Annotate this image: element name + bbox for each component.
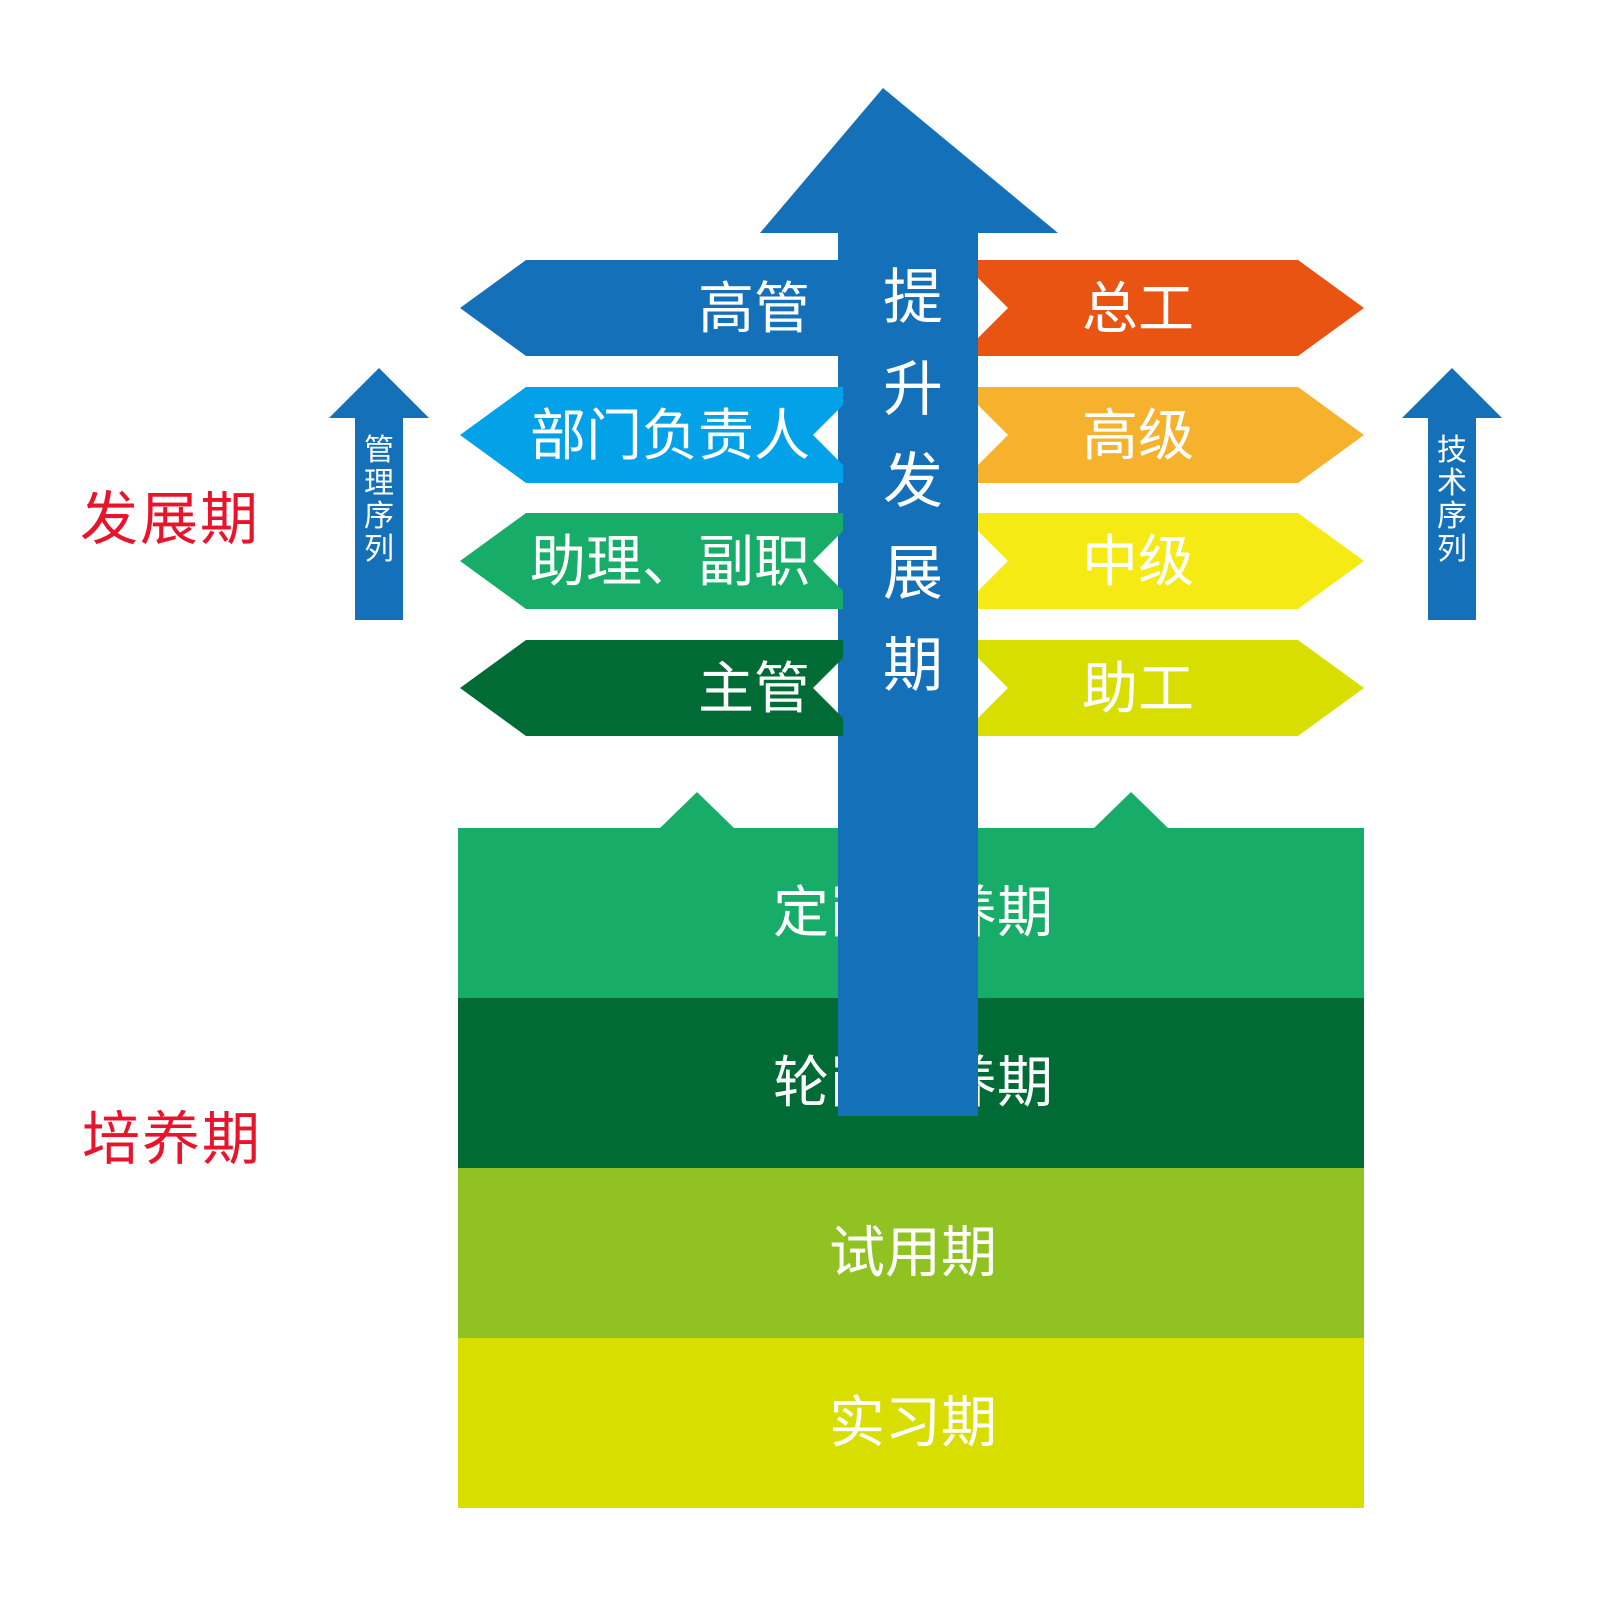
central-arrow (760, 88, 1058, 1116)
training-stage-label: 实习期 (829, 1391, 997, 1456)
track-shape (460, 260, 843, 356)
track-shape (978, 260, 1364, 356)
central-arrow-char: 提 (883, 263, 943, 333)
track-chief-engineer: 总工 (978, 260, 1364, 356)
side-arrow-shape (329, 368, 429, 620)
band-shape (458, 1168, 1364, 1338)
side-arrow-char: 序 (364, 499, 394, 534)
side-arrow-shape (1402, 368, 1502, 620)
track-shape (460, 640, 843, 736)
side-arrow-char: 技 (1437, 433, 1467, 468)
track-mid-level: 中级 (978, 513, 1364, 609)
central-arrow-char: 期 (883, 631, 943, 701)
side-arrow-label: 技术序列 (1437, 433, 1467, 567)
track-assistant-engineer: 助工 (978, 640, 1364, 736)
management-sequence-arrow: 管理序列 (329, 368, 429, 620)
technical-sequence-arrow: 技术序列 (1402, 368, 1502, 620)
central-arrow-char: 发 (883, 447, 943, 517)
track-senior-level: 高级 (978, 387, 1364, 483)
technical-item-label: 总工 (1082, 277, 1194, 342)
band-notch (1093, 792, 1169, 829)
track-supervisor: 主管 (460, 640, 843, 736)
management-item-label: 助理、副职 (530, 530, 810, 595)
band-notch (659, 792, 735, 829)
management-item-label: 主管 (698, 657, 810, 722)
management-item-label: 高管 (698, 277, 810, 342)
stage-label-development: 发展期 (80, 485, 261, 553)
track-shape (978, 513, 1364, 609)
stage-label-training: 培养期 (82, 1105, 263, 1173)
central-arrow-label: 提升发展期 (883, 263, 943, 701)
band-shape (458, 1338, 1364, 1508)
track-shape (460, 387, 843, 483)
band-internship: 实习期 (458, 1300, 1364, 1508)
track-department-head: 部门负责人 (460, 387, 843, 483)
central-arrow-char: 升 (883, 355, 943, 425)
technical-item-label: 助工 (1082, 657, 1194, 722)
side-arrow-label: 管理序列 (364, 433, 394, 567)
side-arrow-char: 序 (1437, 499, 1467, 534)
track-shape (978, 387, 1364, 483)
side-arrow-char: 列 (1437, 532, 1467, 567)
training-stage-label: 试用期 (829, 1221, 997, 1286)
side-arrow-char: 列 (364, 532, 394, 567)
technical-item-label: 中级 (1082, 530, 1194, 595)
track-senior-manager: 高管 (460, 260, 843, 356)
side-arrow-char: 理 (364, 466, 394, 501)
central-arrow-char: 展 (883, 539, 943, 609)
central-arrow-group: 提升发展期 (760, 88, 1058, 1116)
side-arrow-char: 管 (364, 433, 394, 468)
side-arrow-char: 术 (1437, 466, 1467, 501)
management-item-label: 部门负责人 (530, 404, 810, 469)
technical-item-label: 高级 (1082, 404, 1194, 469)
band-probation: 试用期 (458, 1130, 1364, 1338)
track-shape (978, 640, 1364, 736)
track-shape (460, 513, 843, 609)
track-assistant-deputy: 助理、副职 (460, 513, 843, 609)
